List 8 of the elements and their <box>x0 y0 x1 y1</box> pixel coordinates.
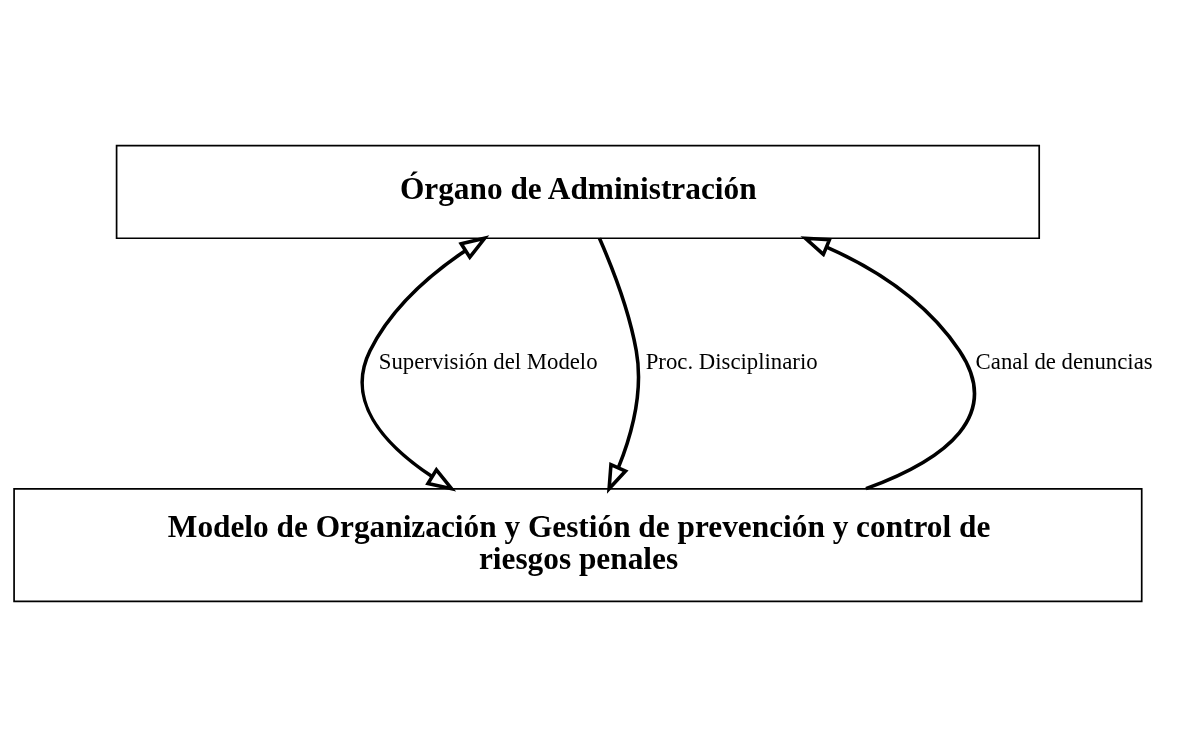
node-box: Órgano de Administración <box>115 144 1041 239</box>
edge-label: Canal de denuncias <box>975 348 1153 374</box>
edge-label: Supervisión del Modelo <box>378 348 598 374</box>
node-box: Modelo de Organización y Gestión de prevención y control de riesgos penales <box>13 487 1143 602</box>
arrow <box>800 235 977 490</box>
arrow <box>360 234 490 492</box>
edge-label: Proc. Disciplinario <box>645 348 818 374</box>
arrow <box>597 237 641 494</box>
